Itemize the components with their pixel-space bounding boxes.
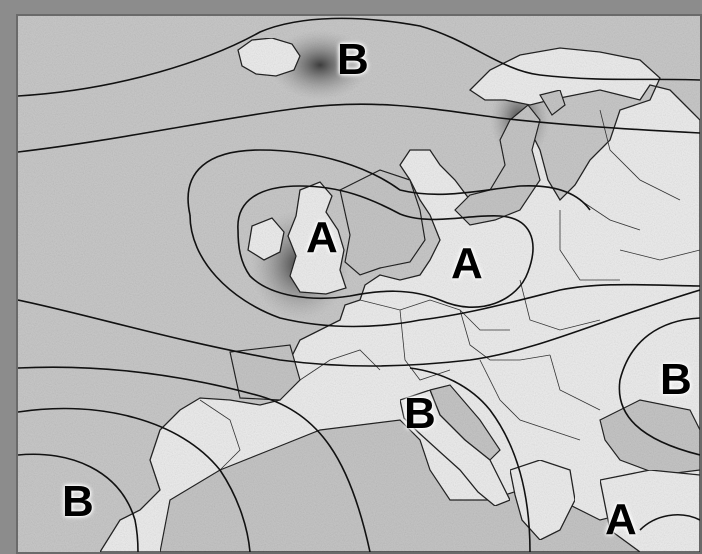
isobar-3: [18, 289, 700, 367]
anatolia-landmass: [599, 469, 700, 552]
italy-landmass: [399, 389, 511, 507]
pressure-label-black-sea-low: B: [660, 355, 692, 404]
isobar-6: [18, 453, 139, 552]
pressure-label-italy-low: B: [404, 389, 436, 438]
isobar-2: [18, 103, 700, 153]
isobar-9: [639, 514, 700, 531]
isobar-high-outer: [187, 149, 591, 216]
pressure-label-atlantic-low: B: [62, 477, 94, 526]
greece-landmass: [509, 459, 576, 541]
isobar-5: [18, 407, 251, 552]
isobar-high-outer-b: [189, 214, 700, 328]
country-borders: [199, 109, 700, 471]
isobar-8: [618, 317, 700, 456]
pressure-label-britain-high: A: [306, 213, 338, 262]
isobar-high-inner: [237, 185, 534, 309]
north-sea: [339, 169, 426, 276]
great-britain-landmass: [287, 181, 347, 295]
black-sea: [599, 399, 700, 476]
ireland-landmass: [247, 217, 285, 261]
isobar-7: [409, 367, 531, 552]
pressure-label-mediterranean-high: A: [605, 495, 637, 544]
isobar-layer: [18, 17, 700, 552]
pressure-label-central-europe-high: A: [451, 239, 483, 288]
baltic-sea: [454, 104, 541, 226]
pressure-label-iceland-low: B: [337, 35, 369, 84]
iceland-landmass: [237, 37, 301, 77]
isobar-4: [18, 366, 371, 552]
scandinavia-landmass: [99, 47, 700, 552]
isobar-1: [18, 17, 700, 97]
